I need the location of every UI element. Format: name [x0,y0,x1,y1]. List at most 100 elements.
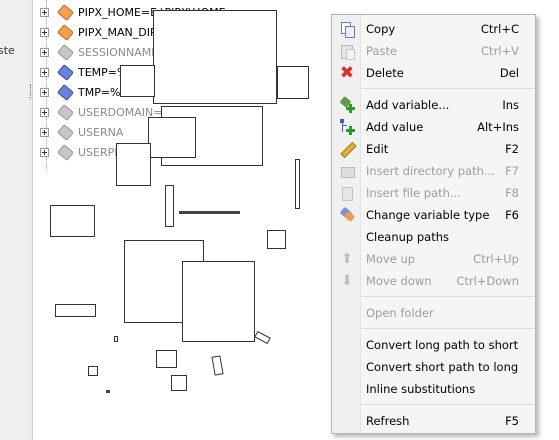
tree-row-label: USERPR [78,145,122,159]
menu-item-label: Copy [366,22,396,36]
delete-icon: ✖ [339,63,355,83]
tree-row[interactable]: TMP=% [40,82,121,102]
menu-item-shortcut: Ctrl+V [481,44,519,58]
menu-item-shortcut: Ctrl+Up [473,252,519,266]
tree-row-label: TMP=% [78,85,121,99]
menu-item-insert-directory-path[interactable]: Insert directory path... F7 [334,160,533,182]
paste-icon [339,43,355,60]
arrow-down-icon: ⬇ [341,273,353,289]
menu-item-shortcut: Del [499,66,519,80]
menu-separator [362,296,534,297]
menu-item-shortcut: F5 [505,414,519,428]
expand-icon[interactable] [40,27,49,37]
expand-icon[interactable] [40,147,49,157]
menu-item-inline-substitutions[interactable]: Inline substitutions [334,378,533,400]
redaction-box [153,10,277,104]
menu-item-move-up[interactable]: ⬆ Move up Ctrl+Up [334,248,533,270]
edit-icon [339,141,357,159]
menu-item-shortcut: Ctrl+C [480,22,519,36]
redaction-box [88,366,98,376]
menu-item-label: Move down [366,274,432,288]
menu-item-refresh[interactable]: Refresh F5 [334,410,533,432]
menu-item-label: Cleanup paths [366,230,450,244]
tree-row-label: SESSIONNAME [78,45,159,59]
tree-row[interactable]: SESSIONNAME [40,42,158,62]
menu-item-shortcut: F7 [505,164,519,178]
tag-icon [56,4,75,21]
menu-item-shortcut: F8 [505,186,519,200]
redaction-box [148,117,196,158]
redaction-box [171,375,187,391]
tree-row[interactable]: USERNA [40,122,123,142]
redaction-box [116,143,151,186]
splitter-handle[interactable] [28,0,33,440]
change-type-icon [339,206,356,223]
tree-row[interactable]: USERPR [40,142,122,162]
menu-item-move-down[interactable]: ⬇ Move down Ctrl+Down [334,270,533,292]
left-panel: ste [0,0,29,440]
context-menu: Copy Ctrl+C Paste Ctrl+V ✖ Delete Del Ad… [331,14,536,434]
menu-item-shortcut: Ctrl+Down [456,274,519,288]
menu-item-convert-short-to-long[interactable]: Convert short path to long [334,356,533,378]
redaction-box [277,66,309,99]
menu-item-open-folder[interactable]: Open folder [334,302,533,324]
tree-row[interactable]: USERDOMAIN=D [40,102,171,122]
splitter-grip-icon [30,84,31,98]
menu-item-add-value[interactable]: Add value Alt+Ins [334,116,533,138]
menu-item-shortcut: Ins [502,98,519,112]
menu-item-label: Insert file path... [366,186,461,200]
tag-icon [56,124,75,141]
menu-item-convert-long-to-short[interactable]: Convert long path to short [334,334,533,356]
menu-item-label: Add variable... [366,98,450,112]
tree-row-label: USERDOMAIN=D [78,105,171,119]
expand-icon[interactable] [40,47,49,57]
tag-icon [56,84,75,101]
tree-row[interactable]: PIPX_MAN_DIR [40,22,158,42]
menu-item-label: Move up [366,252,416,266]
copy-icon [339,21,355,38]
menu-item-delete[interactable]: ✖ Delete Del [334,62,533,84]
menu-item-label: Open folder [366,306,434,320]
expand-icon[interactable] [40,87,49,97]
menu-separator [362,404,534,405]
menu-item-label: Add value [366,120,424,134]
menu-item-cleanup-paths[interactable]: Cleanup paths [334,226,533,248]
menu-item-insert-file-path[interactable]: Insert file path... F8 [334,182,533,204]
left-panel-text: ste [0,44,15,57]
menu-item-copy[interactable]: Copy Ctrl+C [334,18,533,40]
tree-row-label: USERNA [78,125,124,139]
menu-item-label: Delete [366,66,404,80]
tag-icon [56,104,75,121]
redaction-box [106,390,110,393]
menu-item-edit[interactable]: Edit F2 [334,138,533,160]
menu-item-add-variable[interactable]: Add variable... Ins [334,94,533,116]
expand-icon[interactable] [40,67,49,77]
tree-row-label: TEMP=% [78,65,128,79]
redaction-box [179,211,240,214]
menu-separator [362,88,534,89]
menu-item-label: Inline substitutions [366,382,476,396]
menu-item-label: Change variable type [366,208,490,222]
menu-separator [362,328,534,329]
redaction-box [55,304,96,317]
menu-item-change-variable-type[interactable]: Change variable type F6 [334,204,533,226]
menu-item-shortcut: F6 [505,208,519,222]
folder-icon [339,163,355,179]
menu-item-shortcut: F2 [505,142,519,156]
add-variable-icon [339,96,355,113]
tree-guide-line [46,0,47,170]
redaction-box [50,205,95,237]
file-icon [339,185,355,201]
redaction-box [165,185,174,227]
add-value-icon [339,119,355,135]
expand-icon[interactable] [40,127,49,137]
expand-icon[interactable] [40,107,49,117]
tree-row[interactable]: TEMP=% [40,62,127,82]
tag-icon [56,144,75,161]
menu-item-label: Convert long path to short [366,338,519,352]
arrow-up-icon: ⬆ [341,251,353,267]
tag-icon [56,64,75,81]
expand-icon[interactable] [40,7,49,17]
redaction-box [182,261,255,342]
menu-item-paste[interactable]: Paste Ctrl+V [334,40,533,62]
